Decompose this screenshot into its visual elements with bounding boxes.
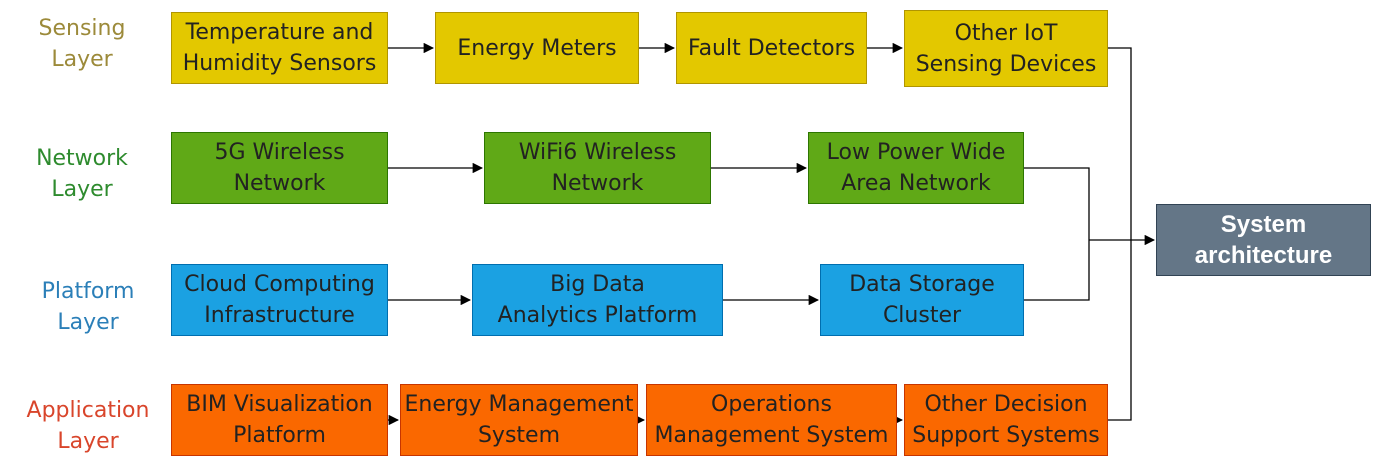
node-cloud-computing-infrastructure: Cloud Computing Infrastructure xyxy=(171,264,388,336)
layer-label-application: Application Layer xyxy=(26,398,150,454)
connector-network xyxy=(1024,167,1090,240)
node-energy-management-system: Energy Management System xyxy=(400,384,638,456)
connector-sensing xyxy=(1108,47,1132,240)
connector-platform xyxy=(1024,240,1090,301)
node-big-data-analytics-platform: Big Data Analytics Platform xyxy=(472,264,723,336)
node-data-storage-cluster: Data Storage Cluster xyxy=(820,264,1024,336)
node-system-architecture: System architecture xyxy=(1156,204,1371,276)
node-bim-visualization-platform: BIM Visualization Platform xyxy=(171,384,388,456)
node-other-decision-support-systems: Other Decision Support Systems xyxy=(904,384,1108,456)
node-operations-management-system: Operations Management System xyxy=(646,384,897,456)
node-low-power-wide-area-network: Low Power Wide Area Network xyxy=(808,132,1024,204)
node-wifi6-wireless-network: WiFi6 Wireless Network xyxy=(484,132,711,204)
layer-label-network: Network Layer xyxy=(36,146,128,202)
node-energy-meters: Energy Meters xyxy=(435,12,639,84)
node-temperature-humidity-sensors: Temperature and Humidity Sensors xyxy=(171,12,388,84)
node-fault-detectors: Fault Detectors xyxy=(676,12,867,84)
node-other-iot-sensing-devices: Other IoT Sensing Devices xyxy=(904,10,1108,87)
layer-label-platform: Platform Layer xyxy=(41,279,135,335)
layer-label-sensing: Sensing Layer xyxy=(38,16,126,72)
connector-application xyxy=(1108,240,1132,421)
node-5g-wireless-network: 5G Wireless Network xyxy=(171,132,388,204)
